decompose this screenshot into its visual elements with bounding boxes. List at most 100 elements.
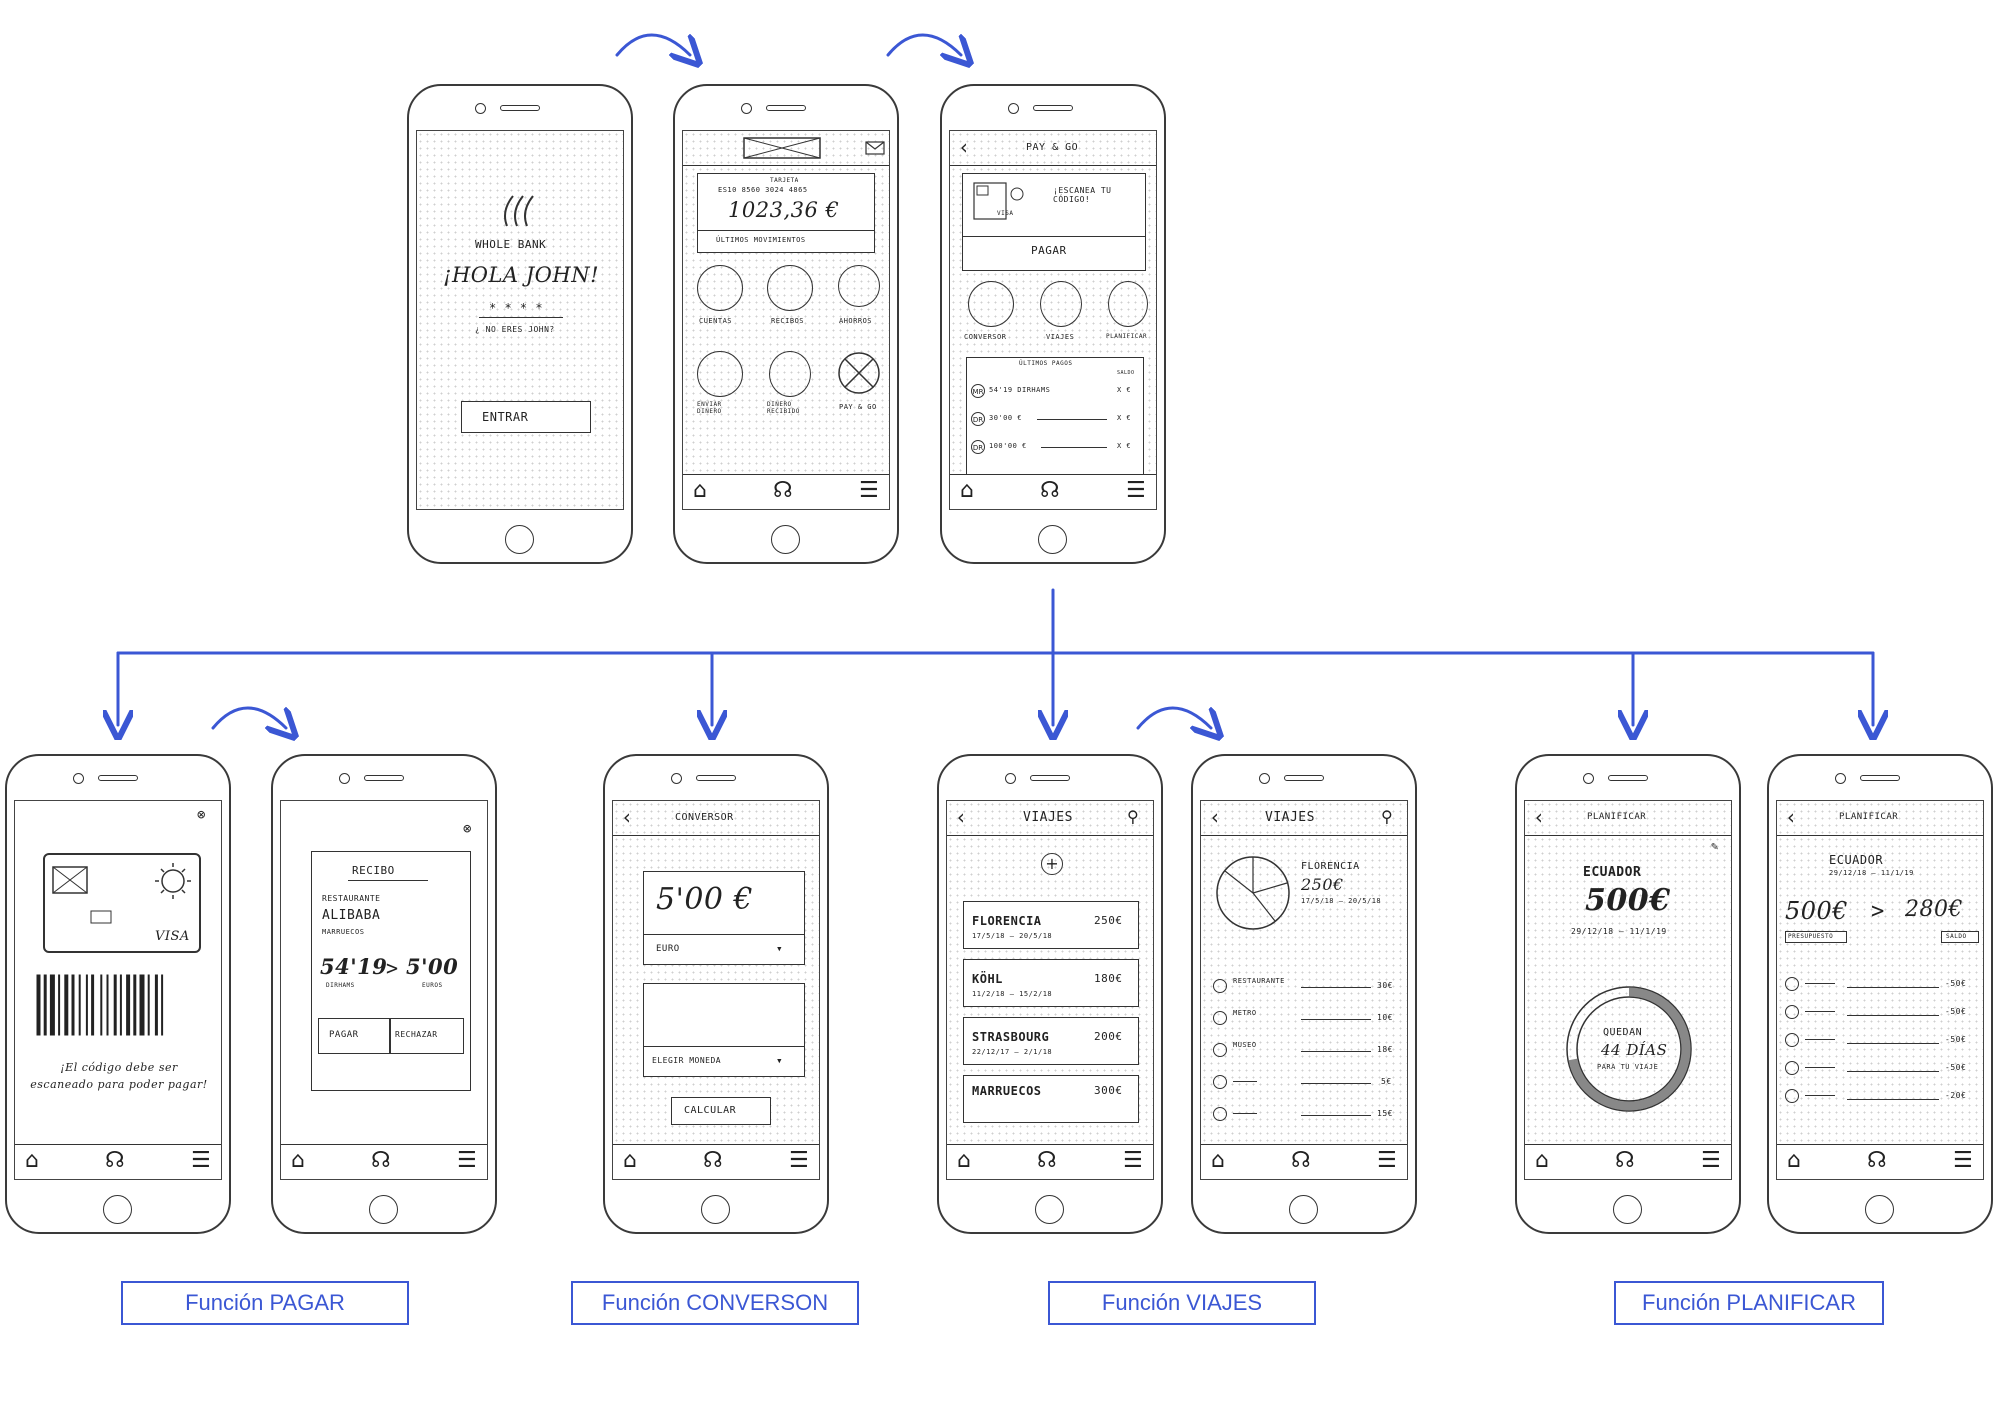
item-line <box>1847 1015 1939 1016</box>
accounts-circle-icon[interactable] <box>697 265 743 311</box>
expense-amount: 30€ <box>1377 981 1393 990</box>
chevron-down-icon[interactable]: ▾ <box>776 942 784 955</box>
home-button[interactable] <box>103 1195 132 1224</box>
plan-circle-icon[interactable] <box>1108 281 1148 327</box>
mail-icon[interactable] <box>865 141 885 155</box>
home-icon[interactable]: ⌂ <box>25 1148 39 1173</box>
remaining-label: QUEDAN <box>1603 1027 1643 1038</box>
search-icon[interactable]: ⚲ <box>1127 807 1140 826</box>
speaker <box>1033 105 1073 111</box>
camera <box>1835 773 1846 784</box>
add-trip-icon[interactable]: + <box>1041 853 1063 875</box>
back-icon[interactable]: ‹ <box>621 805 634 829</box>
headset-icon[interactable]: ☊ <box>1040 478 1060 503</box>
payment-icon: MR <box>971 384 985 398</box>
home-icon[interactable]: ⌂ <box>291 1148 305 1173</box>
action-label: PAY & GO <box>839 403 877 411</box>
not-john-link[interactable]: ¿ NO ERES JOHN? <box>475 325 555 334</box>
trips-circle-icon[interactable] <box>1040 281 1082 327</box>
headset-icon[interactable]: ☊ <box>1291 1148 1311 1173</box>
phone-receipt: ⊗ RECIBO RESTAURANTE ALIBABA MARRUECOS 5… <box>271 754 497 1234</box>
home-icon[interactable]: ⌂ <box>623 1148 637 1173</box>
receipt-pay-button[interactable]: PAGAR <box>318 1018 390 1054</box>
target-currency-box[interactable]: ELEGIR MONEDA ▾ <box>643 983 805 1077</box>
amount-input[interactable]: 5'00 € EURO ▾ <box>643 871 805 965</box>
received-money-circle-icon[interactable] <box>769 351 811 397</box>
scan-card[interactable]: VISA ¡ESCANEA TU CÓDIGO! PAGAR <box>962 173 1146 271</box>
enter-button[interactable]: ENTRAR <box>461 401 591 433</box>
back-icon[interactable]: ‹ <box>1533 805 1546 829</box>
home-icon[interactable]: ⌂ <box>960 478 974 503</box>
trip-item[interactable]: FLORENCIA 250€ 17/5/18 – 20/5/18 <box>963 901 1139 949</box>
headset-icon[interactable]: ☊ <box>371 1148 391 1173</box>
movements-link[interactable]: ÚLTIMOS MOVIMIENTOS <box>716 236 806 244</box>
converter-screen: ‹ CONVERSOR 5'00 € EURO ▾ ELEGIR MONEDA … <box>612 800 820 1180</box>
calculate-button[interactable]: CALCULAR <box>671 1097 771 1125</box>
headset-icon[interactable]: ☊ <box>105 1148 125 1173</box>
back-icon[interactable]: ‹ <box>1785 805 1798 829</box>
home-icon[interactable]: ⌂ <box>1787 1148 1801 1173</box>
home-icon[interactable]: ⌂ <box>1535 1148 1549 1173</box>
menu-icon[interactable]: ☰ <box>1953 1148 1973 1173</box>
trip-item[interactable]: MARRUECOS 300€ <box>963 1075 1139 1123</box>
phone-trips: ‹ VIAJES ⚲ + FLORENCIA 250€ 17/5/18 – 20… <box>937 754 1163 1234</box>
close-icon[interactable]: ⊗ <box>463 821 472 837</box>
home-button[interactable] <box>771 525 800 554</box>
home-button[interactable] <box>1865 1195 1894 1224</box>
home-icon[interactable]: ⌂ <box>957 1148 971 1173</box>
trip-city: STRASBOURG <box>972 1030 1050 1044</box>
receipts-circle-icon[interactable] <box>767 265 813 311</box>
converter-circle-icon[interactable] <box>968 281 1014 327</box>
trip-item[interactable]: KÖHL 180€ 11/2/18 – 15/2/18 <box>963 959 1139 1007</box>
menu-icon[interactable]: ☰ <box>191 1148 211 1173</box>
paygo-crossed-circle-icon[interactable] <box>837 351 881 395</box>
back-icon[interactable]: ‹ <box>1209 805 1222 829</box>
plan-header: ‹ PLANIFICAR <box>1525 801 1731 836</box>
send-money-circle-icon[interactable] <box>697 351 743 397</box>
home-button[interactable] <box>701 1195 730 1224</box>
camera <box>671 773 682 784</box>
headset-icon[interactable]: ☊ <box>1037 1148 1057 1173</box>
headset-icon[interactable]: ☊ <box>1867 1148 1887 1173</box>
menu-icon[interactable]: ☰ <box>859 478 879 503</box>
home-button[interactable] <box>1035 1195 1064 1224</box>
home-button[interactable] <box>505 525 534 554</box>
curve-arrow-trips-to-detail <box>1136 706 1211 728</box>
home-button[interactable] <box>1613 1195 1642 1224</box>
trip-item[interactable]: STRASBOURG 200€ 22/12/17 – 2/1/18 <box>963 1017 1139 1065</box>
detail-dates: 17/5/18 – 20/5/18 <box>1301 897 1382 905</box>
trip-city: MARRUECOS <box>972 1084 1042 1098</box>
search-icon[interactable]: ⚲ <box>1381 807 1394 826</box>
back-icon[interactable]: ‹ <box>955 805 968 829</box>
item-scribble <box>1805 1039 1835 1040</box>
pay-button[interactable]: PAGAR <box>1031 244 1067 257</box>
headset-icon[interactable]: ☊ <box>703 1148 723 1173</box>
bottom-nav: ⌂ ☊ ☰ <box>947 1144 1153 1179</box>
balance-tag: SALDO <box>1941 931 1979 943</box>
menu-icon[interactable]: ☰ <box>1701 1148 1721 1173</box>
home-icon[interactable]: ⌂ <box>1211 1148 1225 1173</box>
expense-scribble <box>1233 1113 1257 1114</box>
card-summary[interactable]: TARJETA ES10 8560 3024 4865 1023,36 € ÚL… <box>697 173 875 253</box>
menu-icon[interactable]: ☰ <box>1123 1148 1143 1173</box>
back-icon[interactable]: ‹ <box>958 135 971 159</box>
home-button[interactable] <box>1038 525 1067 554</box>
headset-icon[interactable]: ☊ <box>773 478 793 503</box>
speaker <box>696 775 736 781</box>
menu-icon[interactable]: ☰ <box>457 1148 477 1173</box>
home-button[interactable] <box>1289 1195 1318 1224</box>
amount-to: 5'00 <box>406 954 459 979</box>
menu-icon[interactable]: ☰ <box>789 1148 809 1173</box>
menu-icon[interactable]: ☰ <box>1126 478 1146 503</box>
close-icon[interactable]: ⊗ <box>197 807 206 823</box>
edit-pencil-icon[interactable]: ✎ <box>1711 839 1719 853</box>
speaker <box>766 105 806 111</box>
headset-icon[interactable]: ☊ <box>1615 1148 1635 1173</box>
home-icon[interactable]: ⌂ <box>693 478 707 503</box>
home-button[interactable] <box>369 1195 398 1224</box>
menu-icon[interactable]: ☰ <box>1377 1148 1397 1173</box>
receipt-reject-button[interactable]: RECHAZAR <box>390 1018 464 1054</box>
chevron-down-icon[interactable]: ▾ <box>776 1054 784 1067</box>
paygo-header: ‹ PAY & GO <box>950 131 1156 166</box>
savings-circle-icon[interactable] <box>838 265 880 307</box>
